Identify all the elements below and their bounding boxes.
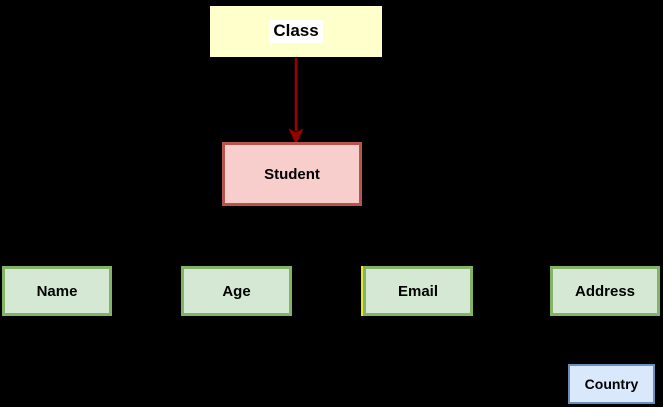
age-attribute-node[interactable]: Age	[181, 266, 292, 316]
yellow-artifact-line	[361, 266, 363, 316]
address-attribute-label: Address	[574, 282, 636, 300]
class-node[interactable]: Class	[209, 5, 383, 58]
email-attribute-label: Email	[397, 282, 439, 300]
name-attribute-node[interactable]: Name	[2, 266, 112, 316]
age-attribute-label: Age	[222, 282, 251, 300]
email-attribute-node[interactable]: Email	[363, 266, 473, 316]
name-attribute-label: Name	[36, 282, 78, 300]
student-node[interactable]: Student	[222, 142, 362, 206]
student-node-label: Student	[264, 165, 320, 183]
country-node-label: Country	[584, 376, 639, 392]
country-node[interactable]: Country	[568, 364, 655, 404]
arrow-class-to-student	[288, 58, 304, 145]
class-node-label: Class	[269, 20, 323, 43]
address-attribute-node[interactable]: Address	[550, 266, 660, 316]
